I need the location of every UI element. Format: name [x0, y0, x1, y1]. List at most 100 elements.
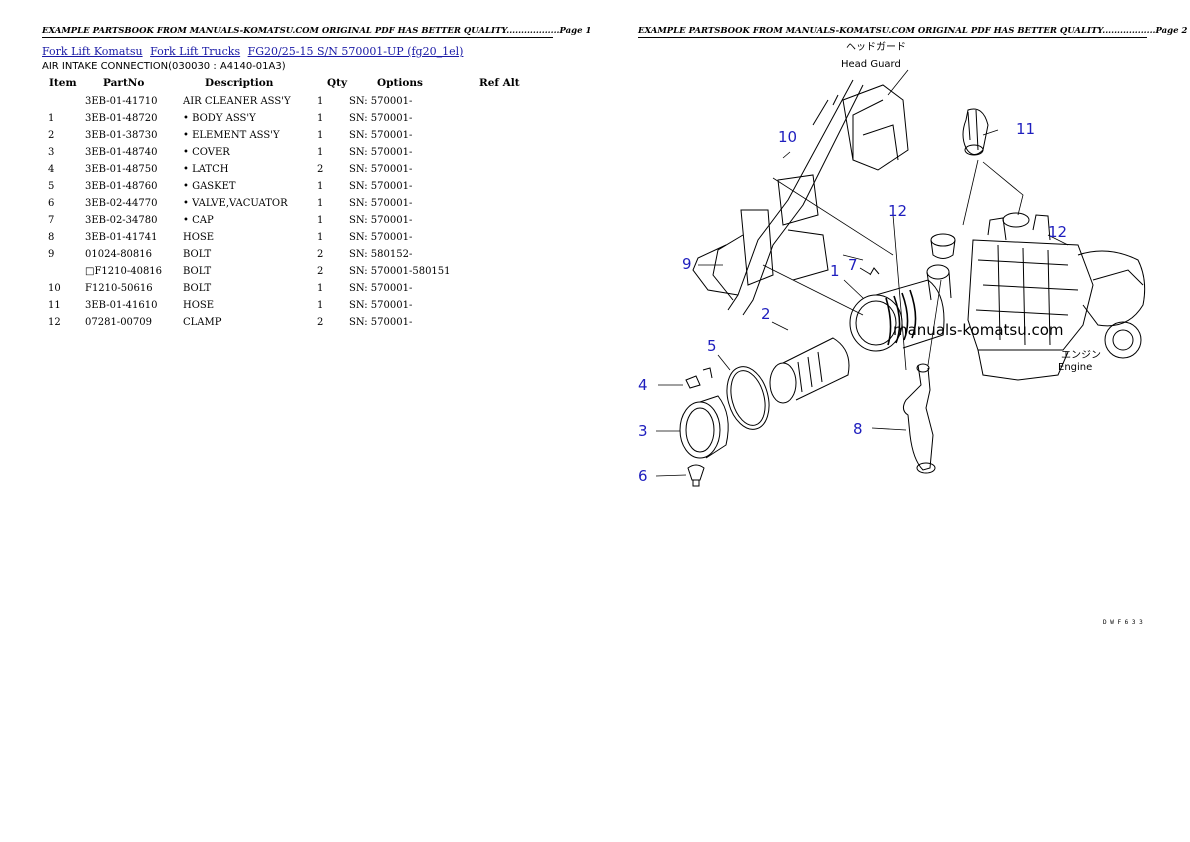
latch-4-drawing: [685, 367, 713, 389]
cell-ref-alt: [479, 195, 529, 212]
cell-ref-alt: [479, 212, 529, 229]
cell-item: [42, 263, 85, 280]
cell-partno: F1210-50616: [85, 283, 153, 294]
cell-qty: 1: [317, 215, 324, 226]
callout-3: 3: [638, 422, 648, 440]
cell-description: • LATCH: [183, 164, 229, 175]
cell-ref-alt: [479, 297, 529, 314]
cell-options: SN: 570001-: [349, 130, 413, 141]
cell-partno: 3EB-01-48720: [85, 113, 158, 124]
callout-7: 7: [848, 256, 858, 274]
head-guard-label: Head Guard: [841, 59, 901, 70]
cell-qty: 2: [317, 249, 324, 260]
clamp-12-drawing: [930, 212, 1030, 259]
cell-description: • ELEMENT ASS'Y: [183, 130, 280, 141]
hose-11-drawing: [962, 108, 989, 156]
cell-ref-alt: [479, 229, 529, 246]
cell-partno: 01024-80816: [85, 249, 153, 260]
air-cleaner-body-drawing: [849, 264, 952, 352]
breadcrumb-link-fork-lift-trucks[interactable]: Fork Lift Trucks: [150, 45, 241, 58]
column-header-description: Description: [205, 77, 274, 89]
cell-ref-alt: [479, 280, 529, 297]
cell-qty: 1: [317, 96, 324, 107]
exploded-parts-diagram: ヘッドガード Head Guard エンジン Engine 10 11 12 1…: [638, 41, 1146, 626]
cell-item: 12: [48, 317, 61, 328]
cell-description: HOSE: [183, 232, 215, 243]
cell-ref-alt: [479, 161, 529, 178]
head-guard-frame: [692, 79, 909, 316]
cell-qty: 1: [317, 147, 324, 158]
cell-ref-alt: [479, 178, 529, 195]
callout-2: 2: [761, 305, 771, 323]
table-row: □F1210-40816 BOLT 2 SN: 570001-580151: [42, 263, 529, 280]
cell-options: SN: 570001-: [349, 181, 413, 192]
callout-12: 12: [888, 202, 907, 220]
cell-ref-alt: [479, 110, 529, 127]
cell-options: SN: 570001-: [349, 232, 413, 243]
cell-description: AIR CLEANER ASS'Y: [183, 96, 291, 107]
cell-options: SN: 570001-: [349, 300, 413, 311]
cell-ref-alt: [479, 144, 529, 161]
cell-ref-alt: [479, 93, 529, 110]
cell-description: • CAP: [183, 215, 214, 226]
cell-qty: 2: [317, 317, 324, 328]
vacuator-6-drawing: [687, 464, 705, 487]
cell-item: 11: [48, 300, 61, 311]
cell-description: • VALVE,VACUATOR: [183, 198, 288, 209]
breadcrumb-link-fork-lift-komatsu[interactable]: Fork Lift Komatsu: [42, 45, 143, 58]
cell-qty: 1: [317, 113, 324, 124]
cell-qty: 1: [317, 300, 324, 311]
cell-options: SN: 570001-580151: [349, 266, 451, 277]
table-header-row: Item PartNo Description Qty Options Ref …: [42, 77, 529, 93]
page-2-header: EXAMPLE PARTSBOOK FROM MANUALS-KOMATSU.C…: [638, 26, 1188, 38]
cell-partno: 3EB-01-48740: [85, 147, 158, 158]
cell-description: HOSE: [183, 300, 215, 311]
watermark: manuals-komatsu.com: [893, 321, 1064, 339]
cell-description: • GASKET: [183, 181, 236, 192]
cell-qty: 1: [317, 130, 324, 141]
callout-11: 11: [1016, 120, 1035, 138]
element-2-drawing: [769, 337, 850, 404]
cell-item: 2: [48, 130, 55, 141]
breadcrumb-link-model[interactable]: FG20/25-15 S/N 570001-UP (fg20_1el): [247, 45, 464, 58]
callout-8: 8: [853, 420, 863, 438]
cell-partno: 3EB-01-41741: [85, 232, 158, 243]
cover-3-drawing: [679, 395, 729, 459]
cell-options: SN: 570001-: [349, 283, 413, 294]
cell-qty: 1: [317, 181, 324, 192]
cell-qty: 2: [317, 164, 324, 175]
drawing-code: D W F 6 3 3: [1103, 619, 1143, 626]
cell-partno: □F1210-40816: [85, 266, 163, 277]
cell-item: 4: [48, 164, 55, 175]
cell-partno: 3EB-01-41710: [85, 96, 158, 107]
cell-options: SN: 570001-: [349, 215, 413, 226]
callout-1: 1: [830, 262, 840, 280]
cell-item: 9: [48, 249, 55, 260]
head-guard-label-jp: ヘッドガード: [846, 41, 906, 53]
callout-12-engine: 12: [1048, 223, 1067, 241]
cell-item: 1: [48, 113, 55, 124]
cell-ref-alt: [479, 263, 529, 280]
engine-label-jp: エンジン: [1061, 350, 1101, 361]
column-header-options: Options: [377, 77, 423, 89]
cell-ref-alt: [479, 127, 529, 144]
callout-5: 5: [707, 337, 717, 355]
cell-qty: 1: [317, 232, 324, 243]
cell-partno: 3EB-02-44770: [85, 198, 158, 209]
column-header-ref-alt: Ref Alt: [479, 77, 520, 89]
gasket-5-drawing: [726, 366, 770, 430]
cell-description: BOLT: [183, 266, 212, 277]
cell-description: BOLT: [183, 283, 212, 294]
cell-options: SN: 580152-: [349, 249, 413, 260]
cell-qty: 1: [317, 283, 324, 294]
cell-item: 7: [48, 215, 55, 226]
cell-qty: 2: [317, 266, 324, 277]
cell-item: 10: [48, 283, 61, 294]
